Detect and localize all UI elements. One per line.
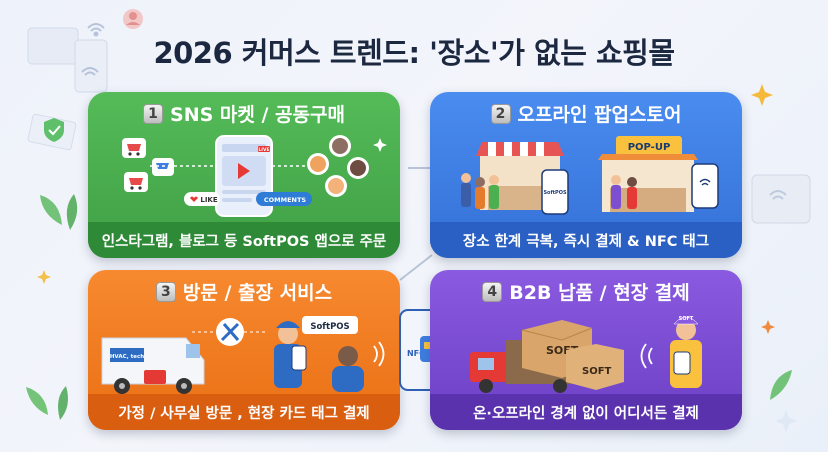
card-visit-service[interactable]: 3 방문 / 출장 서비스 HVAC, tech SoftPOS 가정 / 사무 (88, 270, 400, 430)
card-sns-market[interactable]: 1 SNS 마켓 / 공동구매 LIVE LIKE COMMENTS (88, 92, 400, 258)
card-number-badge: 1 (143, 103, 164, 124)
nfc-icon (373, 341, 385, 367)
card-footer-text: 장소 한계 극복, 즉시 결제 & NFC 태그 (462, 233, 710, 250)
card-heading-text: B2B 납품 / 현장 결제 (509, 282, 690, 304)
card-footer-text: 인스타그램, 블로그 등 SoftPOS 앱으로 주문 (101, 233, 387, 250)
box-label: SOFT (582, 366, 612, 377)
card-footer: 장소 한계 극복, 즉시 결제 & NFC 태그 (430, 222, 742, 258)
user-avatar-icon (307, 135, 369, 197)
card-heading: 1 SNS 마켓 / 공동구매 (88, 100, 400, 127)
card-footer: 인스타그램, 블로그 등 SoftPOS 앱으로 주문 (88, 222, 400, 258)
popup-sign: POP-UP (628, 142, 671, 153)
van-label: HVAC, tech (110, 354, 144, 360)
card-number-badge: 4 (482, 281, 503, 302)
shield-check-icon (44, 118, 64, 142)
card-heading: 3 방문 / 출장 서비스 (88, 278, 400, 305)
visit-service-illustration: HVAC, tech SoftPOS (101, 316, 385, 394)
card-heading-text: 방문 / 출장 서비스 (182, 282, 333, 304)
shopping-cart-icon (122, 138, 174, 192)
sns-market-illustration: LIVE LIKE COMMENTS (122, 135, 387, 217)
nfc-label: NFC (407, 349, 425, 358)
card-heading: 4 B2B 납품 / 현장 결제 (430, 278, 742, 305)
like-tag: LIKE (200, 196, 217, 204)
card-number-badge: 3 (155, 281, 176, 302)
card-b2b-delivery[interactable]: 4 B2B 납품 / 현장 결제 SOFT SOFT SOFT 온·오프라인 경… (430, 270, 742, 430)
card-popup-store[interactable]: 2 오프라인 팝업스토어 SoftPOS POP-UP 장소 (430, 92, 742, 258)
nfc-icon (699, 178, 711, 186)
softpos-bubble: SoftPOS (310, 322, 349, 332)
live-badge: LIVE (258, 147, 269, 153)
softpos-label: SoftPOS (543, 190, 567, 196)
b2b-delivery-illustration: SOFT SOFT SOFT (470, 316, 702, 393)
nfc-icon (640, 343, 653, 369)
card-heading-text: SNS 마켓 / 공동구매 (170, 104, 345, 126)
wifi-icon (81, 23, 105, 76)
page-title: 2026 커머스 트렌드: '장소'가 없는 쇼핑몰 (153, 36, 675, 70)
card-footer: 온·오프라인 경계 없이 어디서든 결제 (430, 394, 742, 430)
card-number-badge: 2 (490, 103, 511, 124)
popup-store-illustration: SoftPOS POP-UP (461, 136, 719, 215)
cap-label: SOFT (679, 316, 694, 322)
sparkle-icon (37, 84, 797, 432)
comments-tag: COMMENTS (264, 196, 307, 204)
user-avatar-icon (123, 9, 143, 29)
card-heading-text: 오프라인 팝업스토어 (517, 104, 682, 126)
card-heading: 2 오프라인 팝업스토어 (430, 100, 742, 127)
card-footer-text: 가정 / 사무실 방문 , 현장 카드 태그 결제 (118, 405, 370, 422)
card-footer: 가정 / 사무실 방문 , 현장 카드 태그 결제 (88, 394, 400, 430)
card-footer-text: 온·오프라인 경계 없이 어디서든 결제 (473, 405, 699, 422)
